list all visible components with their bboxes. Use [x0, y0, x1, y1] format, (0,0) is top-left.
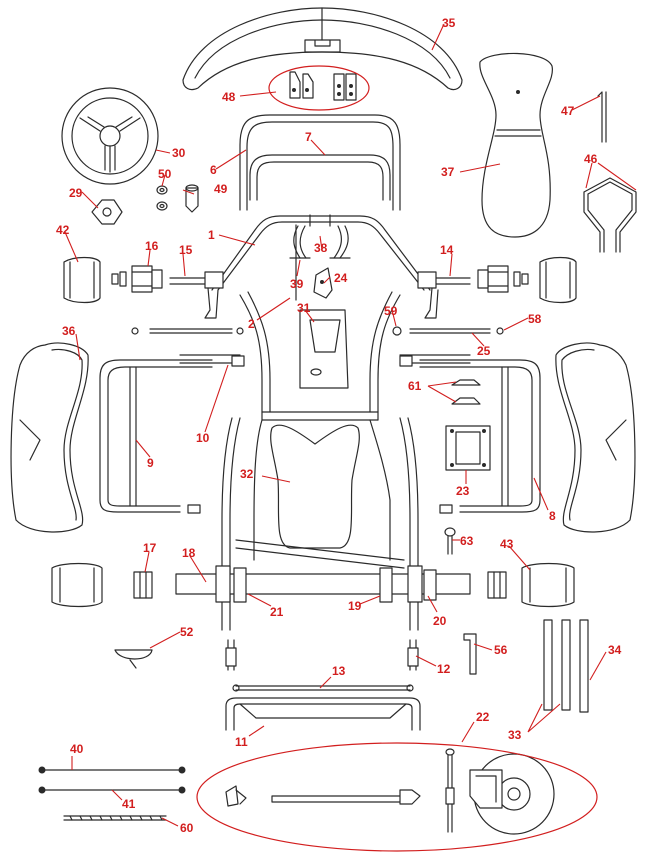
callout-42: 42 [56, 223, 70, 237]
callout-29: 29 [69, 186, 83, 200]
part-pedal-brackets [289, 225, 351, 259]
callout-9: 9 [147, 456, 154, 470]
callout-23: 23 [456, 484, 470, 498]
callout-59: 59 [384, 304, 398, 318]
callout-14: 14 [440, 243, 454, 257]
part-rear-hub-left [133, 571, 153, 599]
callout-20: 20 [433, 614, 447, 628]
callout-34: 34 [608, 643, 622, 657]
part-rear-wheel-left [51, 562, 103, 608]
callout-33: 33 [508, 728, 522, 742]
part-brake-plates [451, 379, 481, 405]
callout-58: 58 [528, 312, 542, 326]
callout-19: 19 [348, 599, 362, 613]
part-steering-knuckle-right [417, 271, 471, 319]
highlight-brake-system [196, 742, 598, 852]
callout-31: 31 [297, 301, 311, 315]
part-hex-key [463, 633, 477, 675]
part-cup [114, 649, 153, 669]
callout-7: 7 [305, 130, 312, 144]
callout-41: 41 [122, 797, 136, 811]
highlight-brackets [268, 65, 370, 111]
part-front-bumper-bars [239, 114, 401, 211]
part-seat-rod [597, 91, 607, 143]
part-floor-tray [299, 309, 349, 389]
callout-47: 47 [561, 104, 575, 118]
callout-12: 12 [437, 662, 451, 676]
part-front-wheel-left [63, 256, 101, 304]
callout-63: 63 [460, 534, 474, 548]
callout-leaders [64, 23, 637, 827]
part-steering-clamp [185, 184, 199, 213]
part-steering-knuckle-left [169, 271, 224, 319]
part-seat [479, 52, 553, 238]
part-front-hub-right [477, 265, 529, 293]
part-seat-pan [270, 424, 360, 549]
part-front-hub-left [111, 265, 163, 293]
callout-49: 49 [214, 182, 228, 196]
callout-22: 22 [476, 710, 490, 724]
part-brake-system [225, 748, 555, 835]
callout-52: 52 [180, 625, 194, 639]
part-rear-bumper [225, 697, 421, 731]
part-rod [232, 684, 414, 692]
part-bolt [444, 527, 456, 555]
part-side-pod-right [555, 342, 636, 533]
part-side-bar-left [99, 359, 213, 513]
callout-39: 39 [290, 277, 304, 291]
part-spacers [187, 355, 453, 514]
callout-25: 25 [477, 344, 491, 358]
callout-13: 13 [332, 664, 346, 678]
callout-40: 40 [70, 742, 84, 756]
part-side-bar-right [419, 359, 541, 513]
part-steering-wheel [61, 87, 159, 185]
callout-11: 11 [235, 735, 248, 749]
callout-36: 36 [62, 324, 76, 338]
part-nose-mount-brackets [289, 71, 357, 101]
callout-43: 43 [500, 537, 514, 551]
callout-15: 15 [179, 243, 193, 257]
callout-8: 8 [549, 509, 556, 523]
callout-61: 61 [408, 379, 422, 393]
callout-60: 60 [180, 821, 194, 835]
callout-18: 18 [182, 546, 196, 560]
part-posts [225, 639, 419, 671]
part-rods [543, 619, 589, 713]
callout-21: 21 [270, 605, 284, 619]
callout-10: 10 [196, 431, 210, 445]
part-rear-hub-right [487, 571, 507, 599]
callout-16: 16 [145, 239, 159, 253]
part-cables [38, 766, 186, 821]
part-tie-rod-left [131, 327, 244, 335]
part-engine-mount-plate [445, 425, 491, 471]
callout-numbers: 1 2 6 7 8 9 10 11 12 13 14 15 16 17 18 1… [56, 16, 622, 835]
part-front-wheel-right [539, 256, 577, 304]
callout-38: 38 [314, 241, 328, 255]
callout-32: 32 [240, 467, 254, 481]
callout-48: 48 [222, 90, 236, 104]
part-rear-wheel-right [521, 562, 575, 608]
callout-30: 30 [172, 146, 186, 160]
part-side-pod-left [10, 342, 89, 533]
callout-50: 50 [158, 167, 172, 181]
part-pedal [313, 267, 333, 299]
callout-37: 37 [441, 165, 455, 179]
part-seat-stay [583, 177, 637, 253]
part-steering-hub [91, 199, 123, 225]
callout-56: 56 [494, 643, 508, 657]
callout-17: 17 [143, 541, 157, 555]
callout-46: 46 [584, 152, 598, 166]
callout-2: 2 [248, 317, 255, 331]
callout-24: 24 [334, 271, 348, 285]
part-nuts [156, 185, 168, 211]
callout-1: 1 [208, 228, 215, 242]
part-chassis-frame [179, 214, 471, 631]
part-front-nose-fairing [182, 7, 463, 91]
part-rear-axle [175, 565, 471, 603]
callout-35: 35 [442, 16, 456, 30]
callout-6: 6 [210, 163, 217, 177]
part-tie-rod-right [392, 326, 504, 336]
